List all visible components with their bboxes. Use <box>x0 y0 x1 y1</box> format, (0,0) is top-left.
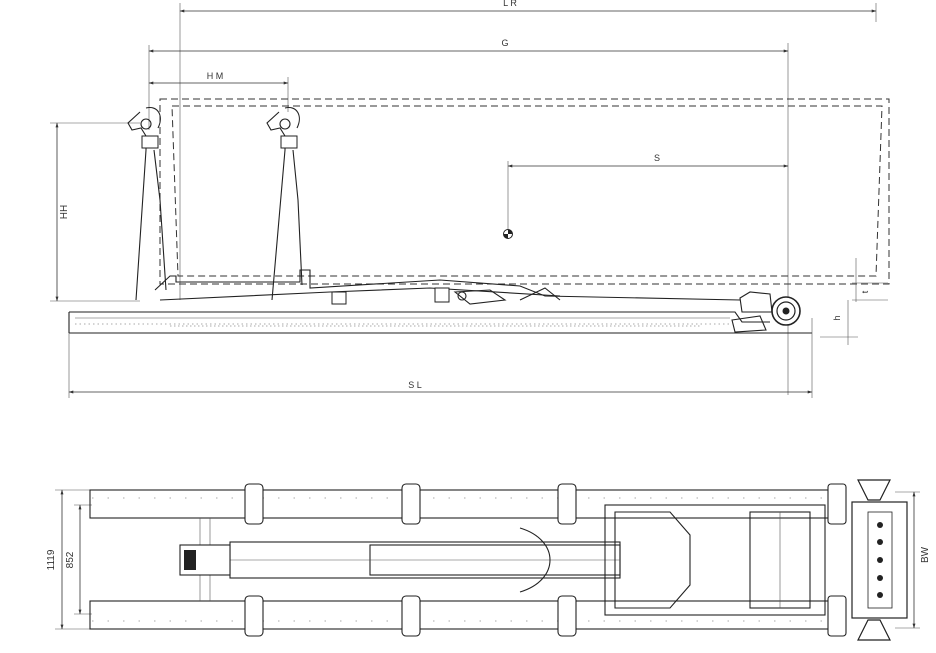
front-hook-arm <box>266 106 303 301</box>
label-g: G <box>501 38 508 48</box>
dimension-bw: BW <box>895 491 931 629</box>
label-h: h <box>832 315 842 320</box>
dimension-g: G <box>148 38 789 395</box>
top-view: 1119 852 <box>46 479 931 641</box>
rear-plate <box>851 501 908 619</box>
dimension-t: t <box>852 258 888 302</box>
label-s: S <box>654 153 660 163</box>
label-hh: HH <box>59 205 70 219</box>
chassis-rail <box>68 311 812 334</box>
label-hm: H M <box>207 71 224 81</box>
label-lr: L R <box>503 0 517 8</box>
label-t: t <box>860 290 870 293</box>
dimension-1119: 1119 <box>46 489 95 630</box>
side-view: L R G H M S <box>50 0 890 398</box>
label-sl: S L <box>408 380 422 390</box>
rear-hook-arm <box>127 106 167 301</box>
cross-members <box>244 483 577 637</box>
dimension-lr: L R <box>179 0 877 300</box>
container-outline <box>159 98 890 285</box>
label-852: 852 <box>65 551 76 568</box>
label-bw: BW <box>920 546 931 563</box>
dimension-852: 852 <box>65 504 92 615</box>
center-of-gravity-icon <box>503 229 513 239</box>
rear-frame-section <box>604 504 826 616</box>
dimension-h: h <box>820 300 858 345</box>
central-cylinder <box>179 527 621 593</box>
base-frame <box>154 269 773 313</box>
dimension-hh: HH <box>50 122 140 302</box>
label-1119: 1119 <box>46 549 57 570</box>
rear-roller <box>771 296 801 326</box>
rear-rollers <box>827 479 891 641</box>
dimension-s: S <box>507 153 789 232</box>
dimension-sl: S L <box>68 318 813 398</box>
